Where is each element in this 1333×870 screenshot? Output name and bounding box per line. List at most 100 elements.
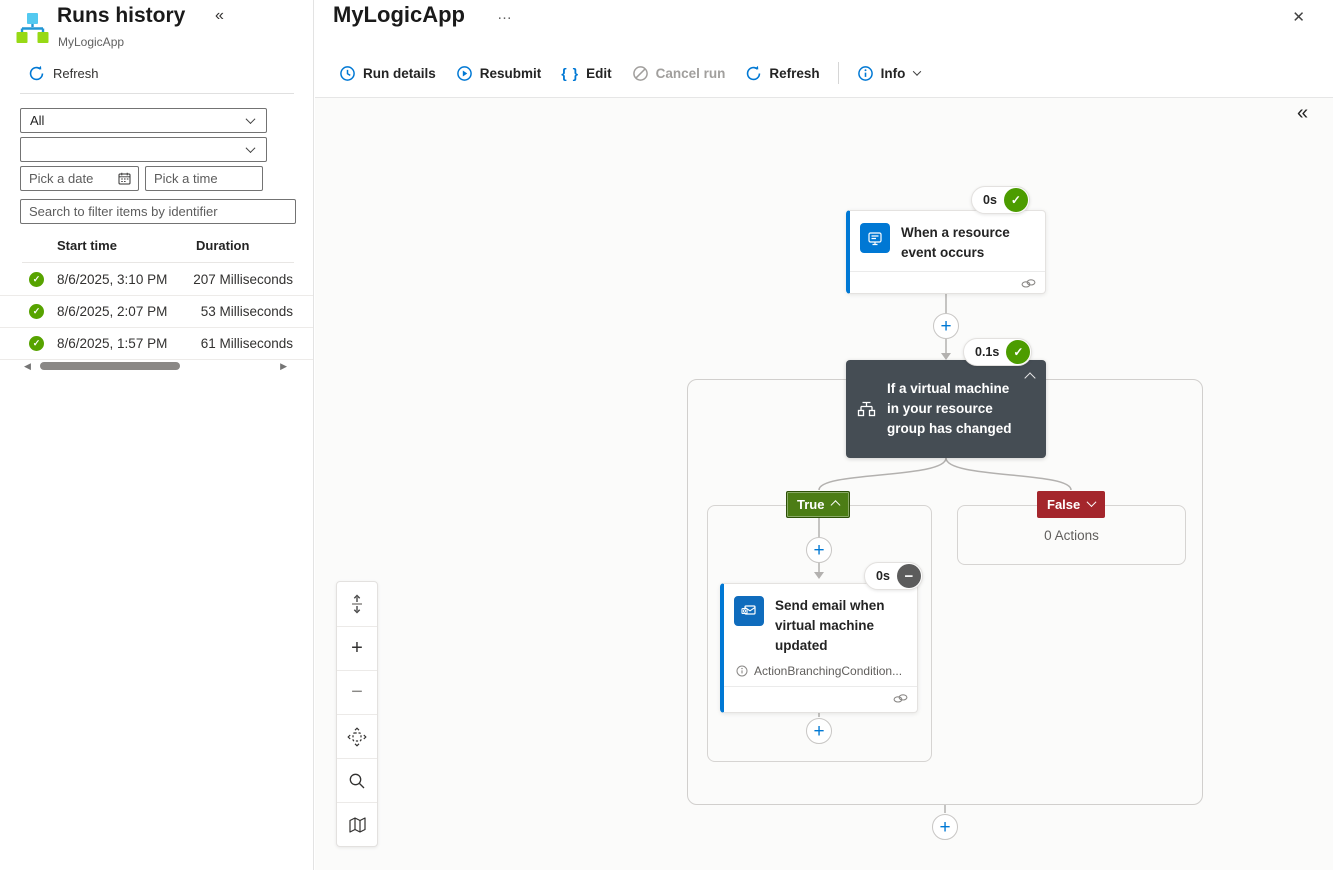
condition-card[interactable]: If a virtual machine in your resource gr… [846, 360, 1046, 458]
info-label: Info [880, 65, 906, 81]
search-field [20, 199, 296, 224]
time-input[interactable] [146, 167, 262, 190]
scroll-right-icon[interactable]: ▶ [280, 361, 287, 371]
action-note: ActionBranchingCondition... [724, 664, 917, 686]
action-status-badge[interactable]: 0s − [864, 562, 923, 590]
code-braces-icon: { } [561, 65, 580, 81]
refresh-run-label: Refresh [769, 65, 820, 81]
pan-mode-button[interactable] [337, 714, 377, 758]
close-icon[interactable]: ✕ [1292, 9, 1305, 26]
plus-icon: + [351, 637, 363, 659]
run-duration: 61 Milliseconds [200, 336, 293, 351]
minimap-button[interactable] [337, 802, 377, 846]
true-label: True [797, 497, 825, 512]
insert-step-button[interactable]: + [806, 718, 832, 744]
panel-app-name: MyLogicApp [58, 35, 125, 49]
search-input[interactable] [21, 200, 295, 223]
succeeded-check-icon: ✓ [29, 272, 44, 287]
event-grid-icon [860, 223, 890, 253]
secondary-filter-dropdown[interactable] [20, 137, 267, 162]
connection-link-icon[interactable] [1021, 278, 1036, 289]
outlook-icon [734, 596, 764, 626]
designer-canvas[interactable]: « 0 Actions When a resource event occurs [315, 98, 1333, 870]
calendar-icon[interactable] [118, 172, 131, 185]
action-card-footer [724, 686, 917, 711]
table-header-divider [22, 262, 294, 263]
cancel-run-label: Cancel run [655, 65, 726, 81]
refresh-icon [745, 65, 762, 82]
refresh-icon [28, 65, 45, 82]
insert-step-button[interactable]: + [933, 313, 959, 339]
edit-button[interactable]: { } Edit [554, 65, 618, 81]
true-branch-badge[interactable]: True [786, 491, 851, 518]
page-title: MyLogicApp [333, 2, 465, 27]
false-branch-empty-text: 0 Actions [1044, 527, 1099, 543]
resubmit-icon [456, 65, 473, 82]
condition-title: If a virtual machine in your resource gr… [887, 381, 1012, 436]
toolbar-divider [315, 97, 1333, 98]
run-details-button[interactable]: Run details [332, 65, 443, 82]
panel-title: Runs history [57, 4, 186, 27]
edit-label: Edit [586, 65, 612, 81]
run-duration: 53 Milliseconds [200, 304, 293, 319]
run-row[interactable]: ✓ 8/6/2025, 1:57 PM 61 Milliseconds [0, 328, 313, 360]
refresh-label: Refresh [53, 66, 99, 81]
action-card[interactable]: Send email when virtual machine updated … [720, 583, 918, 713]
search-nodes-button[interactable] [337, 758, 377, 802]
chevron-down-icon [245, 114, 256, 125]
minus-icon: − [351, 681, 363, 703]
canvas-zoom-toolbar: + − [336, 581, 378, 847]
chevron-down-icon [1086, 497, 1097, 508]
column-header-start-time: Start time [57, 238, 117, 253]
succeeded-check-icon: ✓ [29, 304, 44, 319]
cancel-icon [632, 65, 649, 82]
skipped-minus-icon: − [896, 564, 921, 588]
resubmit-button[interactable]: Resubmit [449, 65, 549, 82]
scroll-left-icon[interactable]: ◀ [24, 361, 31, 371]
insert-step-button[interactable]: + [806, 537, 832, 563]
succeeded-check-icon: ✓ [1003, 188, 1028, 212]
refresh-run-button[interactable]: Refresh [738, 65, 826, 82]
run-toolbar: Run details Resubmit { } Edit Cancel run… [332, 62, 927, 84]
trigger-card[interactable]: When a resource event occurs [846, 210, 1046, 294]
date-picker-field [20, 166, 139, 191]
trigger-title: When a resource event occurs [901, 225, 1010, 260]
false-branch-badge[interactable]: False [1037, 491, 1106, 518]
scrollbar-thumb[interactable] [40, 362, 180, 370]
condition-status-badge[interactable]: 0.1s ✓ [963, 338, 1033, 366]
trigger-status-badge[interactable]: 0s ✓ [971, 186, 1030, 214]
toolbar-separator [837, 62, 839, 84]
zoom-in-button[interactable]: + [337, 626, 377, 670]
resubmit-label: Resubmit [479, 65, 542, 81]
run-details-icon [339, 65, 356, 82]
date-input[interactable] [21, 167, 138, 190]
zoom-out-button[interactable]: − [337, 670, 377, 714]
false-label: False [1047, 497, 1081, 512]
action-title: Send email when virtual machine updated [775, 598, 885, 653]
fit-to-window-button[interactable] [337, 582, 377, 626]
time-picker-field [145, 166, 263, 191]
info-icon [857, 65, 874, 82]
run-row[interactable]: ✓ 8/6/2025, 3:10 PM 207 Milliseconds [0, 264, 313, 296]
panel-refresh-button[interactable]: Refresh [28, 65, 99, 82]
run-row[interactable]: ✓ 8/6/2025, 2:07 PM 53 Milliseconds [0, 296, 313, 328]
chevron-up-icon[interactable] [1024, 372, 1036, 384]
trigger-duration: 0s [983, 193, 997, 207]
info-icon [736, 665, 748, 677]
succeeded-check-icon: ✓ [1006, 340, 1031, 364]
condition-duration: 0.1s [975, 345, 1000, 359]
chevron-down-icon [245, 143, 256, 154]
panel-collapse-icon[interactable]: « [215, 7, 224, 24]
insert-step-button[interactable]: + [932, 814, 958, 840]
status-filter-value: All [30, 113, 45, 128]
chevron-up-icon [831, 499, 841, 510]
run-duration: 207 Milliseconds [193, 272, 293, 287]
canvas-collapse-icon[interactable]: « [1297, 102, 1309, 124]
run-view-main: MyLogicApp … ✕ Run details Resubmit { } … [315, 0, 1333, 870]
horizontal-scrollbar[interactable]: ◀ ▶ [0, 358, 313, 374]
status-filter-dropdown[interactable]: All [20, 108, 267, 133]
info-button[interactable]: Info [850, 65, 928, 82]
connection-link-icon[interactable] [893, 693, 908, 704]
more-options-icon[interactable]: … [497, 6, 513, 23]
column-header-duration: Duration [196, 238, 250, 253]
